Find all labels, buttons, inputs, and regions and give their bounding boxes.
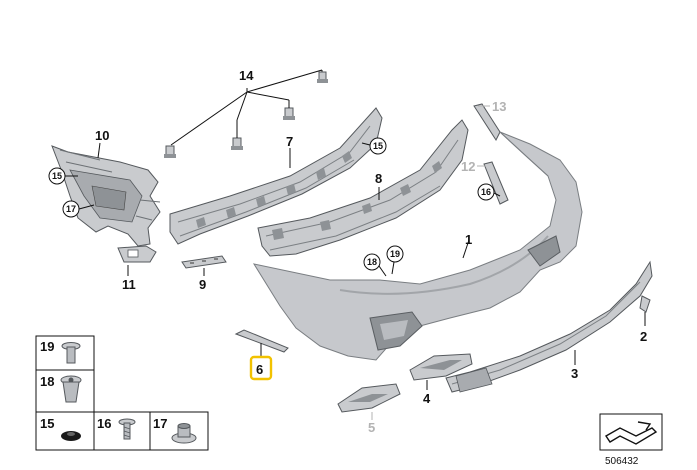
circled-callout-19[interactable]: 19: [386, 245, 404, 275]
callout-5: 5: [368, 420, 375, 435]
svg-text:15: 15: [373, 141, 383, 151]
diagram-number: 506432: [605, 456, 639, 467]
part-4-trim[interactable]: [409, 353, 473, 381]
part-14-clip-2[interactable]: [231, 137, 243, 150]
part-10-bracket[interactable]: [51, 145, 161, 247]
part-14-clip-1[interactable]: [164, 145, 176, 158]
legend-cell-15[interactable]: 15: [40, 416, 81, 441]
callout-1: 1: [465, 232, 472, 247]
part-14-clip-group: [170, 69, 323, 146]
callout-11: 11: [122, 277, 136, 292]
callout-12: 12: [461, 159, 475, 174]
part-1-bumper-cover[interactable]: [252, 131, 583, 361]
folded-arrow-icon: [605, 421, 658, 445]
part-11-clip[interactable]: [117, 245, 157, 263]
callout-13: 13: [492, 99, 506, 114]
circled-callout-17[interactable]: 17: [62, 200, 95, 218]
pin-rivet-icon: [61, 342, 81, 364]
callout-4: 4: [423, 391, 431, 406]
legend-cell-18[interactable]: 18: [40, 374, 82, 403]
diagram-id-box: 506432: [599, 413, 663, 467]
circled-callout-18[interactable]: 18: [363, 253, 387, 277]
callout-3: 3: [571, 366, 578, 381]
part-9-strip[interactable]: [181, 255, 227, 269]
part-14-clip-3[interactable]: [283, 107, 295, 120]
part-6-strip[interactable]: [234, 329, 289, 353]
svg-text:16: 16: [481, 187, 491, 197]
expansion-rivet-icon: [60, 375, 82, 403]
svg-text:19: 19: [390, 249, 400, 259]
svg-text:15: 15: [52, 171, 62, 181]
screw-icon: [118, 418, 136, 440]
svg-text:16: 16: [97, 416, 111, 431]
callout-6-highlight-box[interactable]: [249, 355, 273, 381]
legend-cell-19[interactable]: 19: [40, 339, 81, 364]
part-7-carrier[interactable]: [169, 107, 383, 245]
circled-callout-15-left[interactable]: 15: [48, 167, 78, 185]
part-2-clip[interactable]: [639, 295, 651, 313]
callout-9: 9: [199, 277, 206, 292]
legend-cell-16[interactable]: 16: [97, 416, 136, 440]
part-12-strip[interactable]: [483, 161, 509, 205]
svg-text:18: 18: [367, 257, 377, 267]
svg-text:18: 18: [40, 374, 54, 389]
grommet-nut-icon: [61, 431, 81, 441]
circled-callout-15-right[interactable]: 15: [361, 137, 387, 155]
circled-callout-16[interactable]: 16: [477, 183, 501, 201]
svg-text:17: 17: [153, 416, 167, 431]
callout-10: 10: [95, 128, 109, 143]
svg-text:15: 15: [40, 416, 54, 431]
callout-8: 8: [375, 171, 382, 186]
part-8-carrier[interactable]: [257, 119, 469, 257]
legend-cell-17[interactable]: 17: [153, 416, 197, 444]
part-3-diffuser[interactable]: [445, 260, 653, 393]
svg-text:17: 17: [66, 204, 76, 214]
part-5-trim[interactable]: [337, 383, 401, 413]
flange-nut-icon: [171, 423, 197, 444]
part-14-clip-4[interactable]: [317, 71, 328, 83]
callout-2: 2: [640, 329, 647, 344]
callout-14: 14: [239, 68, 254, 83]
callout-7: 7: [286, 134, 293, 149]
callout-6: 6: [256, 362, 263, 377]
svg-text:19: 19: [40, 339, 54, 354]
